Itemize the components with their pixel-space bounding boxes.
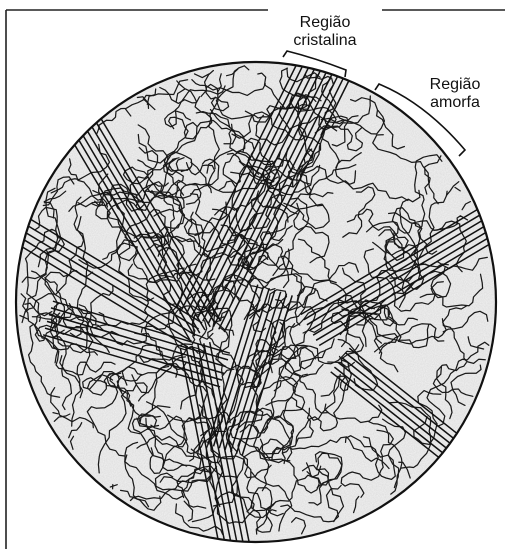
amorphous-label-line1: Região	[410, 76, 500, 94]
amorphous-region-label: Região amorfa	[410, 76, 500, 112]
crystalline-label-line2: cristalina	[270, 32, 380, 50]
crystalline-label-line1: Região	[270, 14, 380, 32]
crystalline-region-label: Região cristalina	[270, 14, 380, 50]
amorphous-label-line2: amorfa	[410, 94, 500, 112]
